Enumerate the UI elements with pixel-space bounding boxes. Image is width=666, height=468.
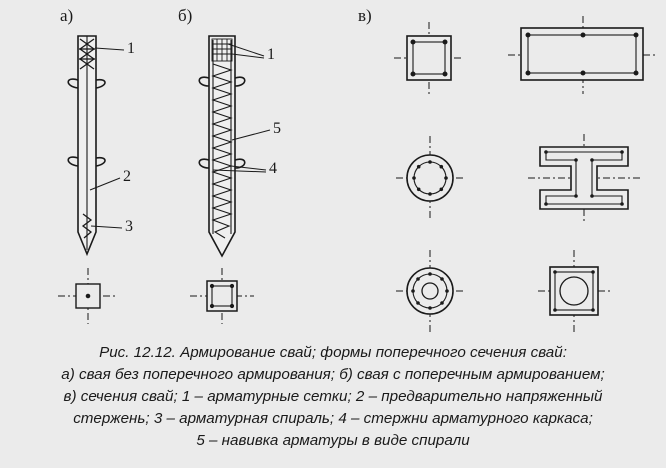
pile-a-section xyxy=(58,268,118,324)
caption-line-3: в) сечения свай; 1 – арматурные сетки; 2… xyxy=(63,388,603,405)
section-i-beam xyxy=(528,134,640,222)
caption-line-1: Рис. 12.12. Армирование свай; формы попе… xyxy=(99,344,567,361)
caption-line-4: стержень; 3 – арматурная спираль; 4 – ст… xyxy=(73,410,593,427)
section-hollow-circle xyxy=(396,250,464,334)
panel-label-c: в) xyxy=(358,6,372,25)
callout-a-prestressed-bar: 2 xyxy=(123,168,131,185)
figure-caption: Рис. 12.12. Армирование свай; формы попе… xyxy=(10,342,656,452)
callout-a-spiral: 3 xyxy=(125,218,133,235)
panel-label-b: б) xyxy=(178,6,193,25)
caption-line-5: 5 – навивка арматуры в виде спирали xyxy=(196,432,470,449)
section-square-hollow xyxy=(538,250,610,334)
pile-b-section xyxy=(190,268,254,324)
callout-b-spiral-winding: 5 xyxy=(273,120,281,137)
pile-a-drawing xyxy=(67,35,125,257)
section-square xyxy=(394,22,464,96)
section-circle xyxy=(396,136,464,220)
callout-b-cage-bars: 4 xyxy=(269,160,277,177)
pile-reinforcement-figure xyxy=(58,16,658,334)
section-rectangle xyxy=(508,16,658,94)
caption-line-2: а) свая без поперечного армирования; б) … xyxy=(61,366,605,383)
callout-a-mesh: 1 xyxy=(127,40,135,57)
pile-b-drawing xyxy=(198,35,271,258)
pile-sections xyxy=(394,16,658,334)
panel-label-a: а) xyxy=(60,6,74,25)
callout-b-mesh: 1 xyxy=(267,46,275,63)
